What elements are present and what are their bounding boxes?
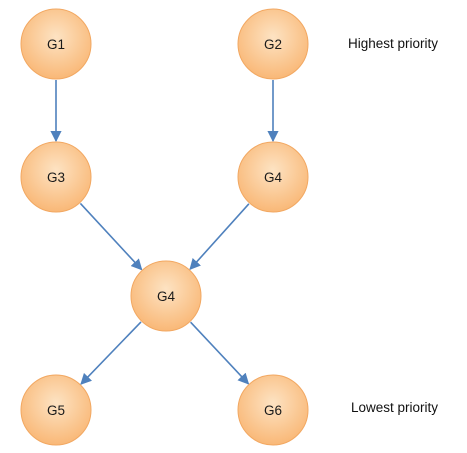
node-n2: G2 xyxy=(237,8,309,80)
node-circle xyxy=(237,374,309,446)
node-n7: G6 xyxy=(237,374,309,446)
node-circle xyxy=(20,374,92,446)
node-circle xyxy=(237,8,309,80)
edge-arrow-n3-n5 xyxy=(79,202,143,271)
node-label: G4 xyxy=(264,170,283,185)
lowest-priority-label: Lowest priority xyxy=(351,400,438,415)
node-label: G3 xyxy=(47,170,65,185)
node-label: G1 xyxy=(47,37,65,52)
highest-priority-label: Highest priority xyxy=(348,36,438,51)
node-label: G4 xyxy=(157,289,176,304)
node-n4: G4 xyxy=(237,141,309,213)
node-n1: G1 xyxy=(20,8,92,80)
node-n5: G4 xyxy=(130,260,202,332)
node-circle xyxy=(20,141,92,213)
edges-layer xyxy=(50,80,279,385)
node-label: G2 xyxy=(264,37,282,52)
node-circle xyxy=(237,141,309,213)
edge-arrow-n4-n5 xyxy=(189,203,250,271)
node-label: G6 xyxy=(264,403,282,418)
node-circle xyxy=(130,260,202,332)
edge-arrow-n5-n7 xyxy=(190,321,250,385)
node-label: G5 xyxy=(47,403,65,418)
edge-arrow-n5-n6 xyxy=(80,321,142,385)
node-circle xyxy=(20,8,92,80)
node-n3: G3 xyxy=(20,141,92,213)
node-n6: G5 xyxy=(20,374,92,446)
